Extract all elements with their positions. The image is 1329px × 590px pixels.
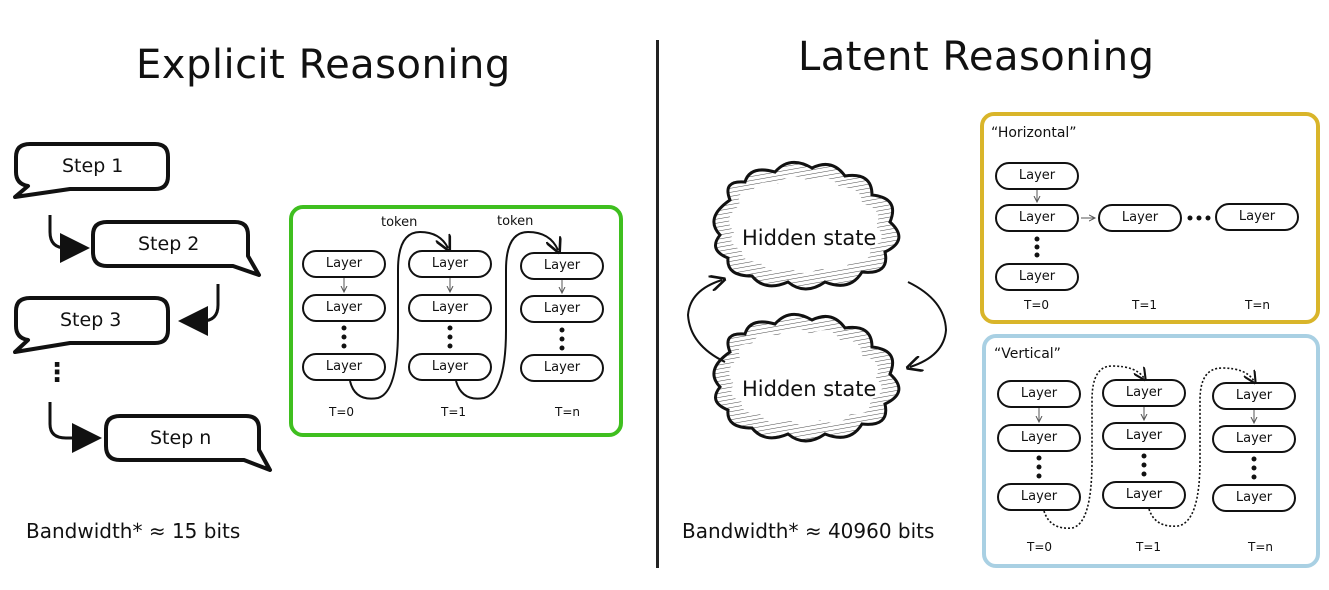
latent-reasoning-title: Latent Reasoning <box>798 34 1155 80</box>
step-n-label: Step n <box>150 427 212 449</box>
layer-label: Layer <box>431 256 469 271</box>
vertical-flow-arrow-1 <box>1043 365 1144 529</box>
layer-box <box>1102 481 1186 509</box>
explicit-diagram-box <box>289 205 623 437</box>
layer-box <box>408 294 492 322</box>
layer-label: Layer <box>325 359 363 374</box>
layer-box <box>997 380 1081 408</box>
layer-label: Layer <box>1020 430 1058 445</box>
layer-box <box>302 250 386 278</box>
time-label-t0: T=0 <box>329 405 355 419</box>
arrow-step1-to-step2 <box>48 215 90 263</box>
token-label-1: token <box>381 215 418 230</box>
time-label-t0: T=0 <box>1024 298 1050 312</box>
cycle-arrow-left <box>686 280 725 363</box>
token-label-2: token <box>497 214 534 229</box>
layer-box <box>995 162 1079 190</box>
layer-box <box>520 354 604 382</box>
layer-label: Layer <box>325 300 363 315</box>
time-label-tn: T=n <box>1248 540 1273 554</box>
cloud-top <box>712 160 901 291</box>
layer-box <box>408 353 492 381</box>
layer-label: Layer <box>543 258 581 273</box>
layer-box <box>995 204 1079 232</box>
explicit-bandwidth: Bandwidth* ≈ 15 bits <box>26 519 241 543</box>
layer-label: Layer <box>1235 431 1273 446</box>
cloud-bottom <box>712 312 901 443</box>
layer-box <box>1212 425 1296 453</box>
layer-label: Layer <box>431 359 469 374</box>
layer-label: Layer <box>1020 386 1058 401</box>
arrow-step2-to-step3 <box>178 284 220 336</box>
vertical-flow-arrow-2 <box>1148 367 1254 527</box>
layer-box <box>302 294 386 322</box>
layer-box <box>1215 203 1299 231</box>
arrow-to-stepn <box>48 402 102 453</box>
step-2-bubble <box>91 220 261 277</box>
layer-label: Layer <box>543 301 581 316</box>
layer-label: Layer <box>1018 168 1056 183</box>
time-label-tn: T=n <box>555 405 580 419</box>
time-label-tn: T=n <box>1245 298 1270 312</box>
step-2-label: Step 2 <box>138 233 200 255</box>
time-label-t1: T=1 <box>1136 540 1162 554</box>
step-3-label: Step 3 <box>60 309 122 331</box>
layer-box <box>1102 422 1186 450</box>
horizontal-label: “Horizontal” <box>991 125 1077 141</box>
layer-label: Layer <box>431 300 469 315</box>
steps-ellipsis: ⋮ <box>44 358 70 388</box>
hidden-state-bottom-label: Hidden state <box>742 377 877 401</box>
token-arrow-2 <box>455 230 558 400</box>
layer-box <box>302 353 386 381</box>
horizontal-diagram-box <box>980 112 1320 324</box>
layer-label: Layer <box>1235 490 1273 505</box>
step-1-bubble <box>13 142 170 199</box>
vertical-label: “Vertical” <box>994 346 1061 362</box>
token-arrow-1 <box>349 230 448 400</box>
section-divider <box>656 40 659 568</box>
layer-label: Layer <box>1121 210 1159 225</box>
layer-box <box>1212 484 1296 512</box>
layer-label: Layer <box>1020 489 1058 504</box>
layer-label: Layer <box>1018 210 1056 225</box>
layer-label: Layer <box>325 256 363 271</box>
layer-label: Layer <box>1018 269 1056 284</box>
layer-box <box>520 252 604 280</box>
layer-label: Layer <box>543 360 581 375</box>
cycle-arrow-right <box>908 281 948 367</box>
step-1-label: Step 1 <box>62 155 124 177</box>
layer-label: Layer <box>1125 428 1163 443</box>
time-label-t1: T=1 <box>1132 298 1158 312</box>
explicit-reasoning-title: Explicit Reasoning <box>136 42 511 88</box>
layer-box <box>1098 204 1182 232</box>
hidden-state-top-label: Hidden state <box>742 226 877 250</box>
step-3-bubble <box>13 296 170 354</box>
time-label-t0: T=0 <box>1027 540 1053 554</box>
layer-label: Layer <box>1125 487 1163 502</box>
layer-label: Layer <box>1235 388 1273 403</box>
layer-box <box>995 263 1079 291</box>
layer-label: Layer <box>1125 385 1163 400</box>
layer-box <box>997 483 1081 511</box>
layer-label: Layer <box>1238 209 1276 224</box>
layer-box <box>520 295 604 323</box>
layer-box <box>997 424 1081 452</box>
time-label-t1: T=1 <box>441 405 467 419</box>
latent-bandwidth: Bandwidth* ≈ 40960 bits <box>682 519 935 543</box>
step-n-bubble <box>104 414 272 472</box>
vertical-diagram-box <box>982 334 1320 568</box>
